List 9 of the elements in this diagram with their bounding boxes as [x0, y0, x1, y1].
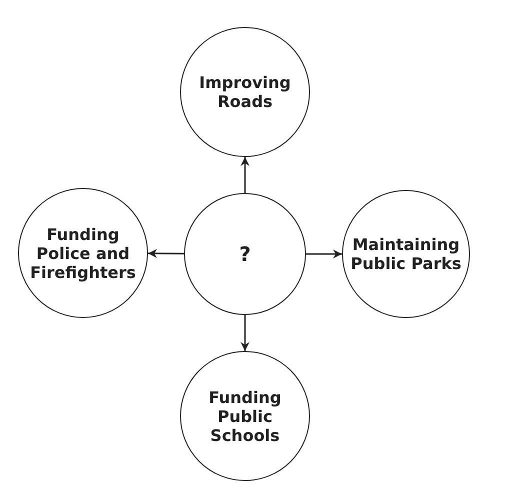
node-label: ?	[239, 244, 251, 264]
node-label: Maintaining Public Parks	[350, 235, 462, 273]
node-label: Funding Public Schools	[208, 388, 282, 444]
arrow	[240, 157, 250, 193]
arrow	[148, 248, 184, 258]
arrow	[306, 250, 342, 258]
node-label: Improving Roads	[198, 73, 292, 111]
arrow	[240, 315, 250, 351]
node-label: Funding Police and Firefighters	[29, 224, 137, 282]
